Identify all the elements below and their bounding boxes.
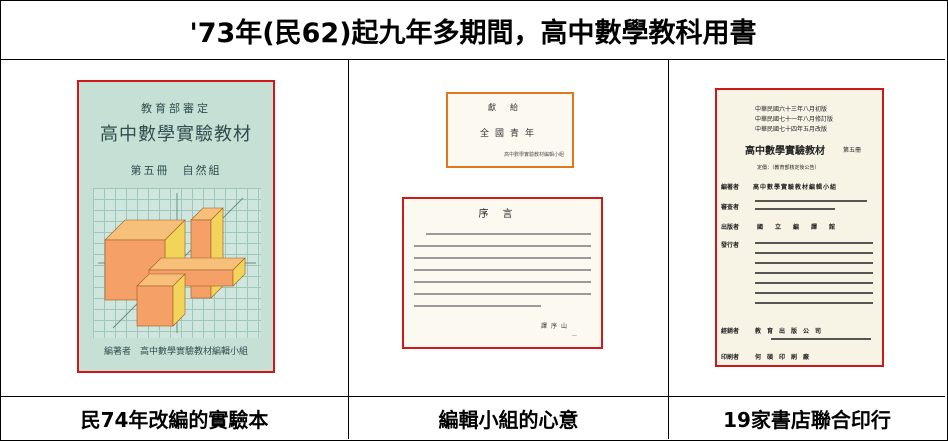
caption-bookstores: 19家書店聯合印行 bbox=[723, 407, 891, 432]
book-title: 高中數學實驗教材 bbox=[100, 124, 252, 145]
colophon-label: 印刷者 bbox=[721, 354, 740, 361]
dedication-line2: 全國青年 bbox=[479, 129, 540, 139]
preface-text-line bbox=[414, 257, 591, 259]
preface-text-line bbox=[414, 293, 591, 295]
book-volume: 第五冊 自然組 bbox=[130, 164, 222, 177]
colophon-label: 審查者 bbox=[721, 204, 740, 211]
book-editor: 編著者 高中數學實驗教材編輯小組 bbox=[103, 347, 248, 357]
dedication-image: 獻給 全國青年 高中數學實驗教材編輯小組 bbox=[446, 92, 574, 168]
colophon-image: 中華民國六十三年八月初版 中華民國七十一年八月修訂版 中華民國七十四年五月改版 … bbox=[715, 88, 884, 367]
column-divider bbox=[348, 60, 349, 439]
book-cover-image: 教育部審定 高中數學實驗教材 第五冊 自然組 編著者 高中數學實驗教材編輯小組 bbox=[77, 80, 275, 373]
book-grid-illustration bbox=[93, 188, 261, 338]
colophon-volume: 第五冊 bbox=[843, 147, 862, 154]
caption-revised-edition: 民74年改編的實驗本 bbox=[80, 407, 269, 432]
page-title: '73年(民62)起九年多期間，高中數學教科用書 bbox=[1, 1, 945, 60]
colophon-text-line bbox=[755, 242, 873, 244]
colophon-text-line bbox=[755, 208, 835, 210]
colophon-value: 教 育 出 版 公 司 bbox=[755, 328, 822, 335]
colophon-value: 國立編譯館 bbox=[757, 224, 848, 231]
colophon-label: 出版者 bbox=[721, 224, 740, 231]
colophon-text-line bbox=[771, 338, 871, 340]
colophon-note: 定價：（教育部核定後公告） bbox=[757, 165, 820, 171]
preface-text-line bbox=[426, 233, 591, 235]
colophon-text-line bbox=[755, 272, 873, 274]
column-divider bbox=[668, 60, 669, 439]
caption-editorial-intent: 編輯小組的心意 bbox=[438, 407, 579, 432]
preface-text-line bbox=[414, 245, 591, 247]
preface-signature: 譯序山 bbox=[540, 323, 571, 330]
colophon-edition-line: 中華民國七十四年五月改版 bbox=[755, 126, 828, 133]
cuboids-illustration bbox=[98, 193, 256, 333]
preface-date: — bbox=[572, 333, 577, 339]
colophon-book-title: 高中數學實驗教材 bbox=[745, 146, 825, 157]
colophon-text-line bbox=[755, 262, 873, 264]
colophon-value: 高中數學實驗教材編輯小組 bbox=[753, 184, 838, 191]
preface-text-line bbox=[414, 305, 541, 307]
dedication-line1: 獻給 bbox=[488, 103, 532, 112]
colophon-text-line bbox=[755, 282, 873, 284]
colophon-label: 發行者 bbox=[721, 242, 740, 249]
colophon-text-line bbox=[755, 292, 873, 294]
preface-text-line bbox=[414, 269, 591, 271]
dedication-line3: 高中數學實驗教材編輯小組 bbox=[503, 152, 564, 158]
preface-text-line bbox=[414, 281, 591, 283]
image-row bbox=[1, 60, 945, 397]
colophon-value: 何 碩 印 刷 廠 bbox=[755, 354, 810, 361]
colophon-edition-line: 中華民國六十三年八月初版 bbox=[755, 106, 828, 113]
colophon-label: 編著者 bbox=[721, 184, 740, 191]
book-approval: 教育部審定 bbox=[141, 102, 211, 115]
preface-image: 序言 譯序山 — bbox=[402, 197, 603, 349]
colophon-text-line bbox=[755, 302, 873, 304]
colophon-edition-line: 中華民國七十一年八月修訂版 bbox=[755, 116, 834, 123]
colophon-label: 經銷者 bbox=[721, 328, 740, 335]
colophon-text-line bbox=[755, 200, 867, 202]
preface-title: 序言 bbox=[478, 209, 527, 220]
colophon-text-line bbox=[755, 252, 873, 254]
